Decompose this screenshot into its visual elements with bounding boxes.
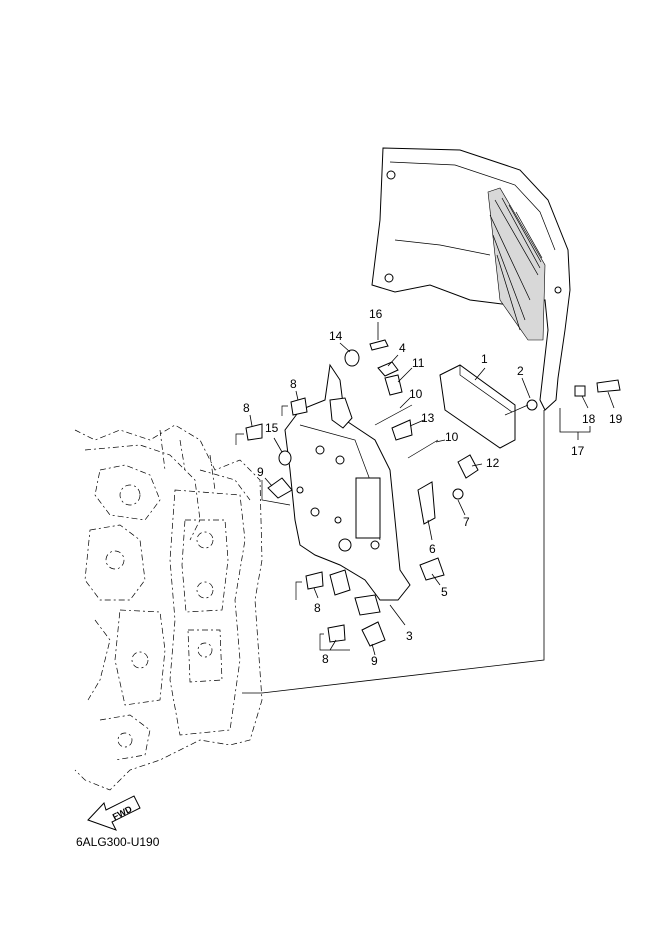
leader-lines [235, 322, 615, 694]
callout-8a: 8 [243, 401, 250, 415]
callout-1: 1 [481, 352, 488, 366]
callout-8b: 8 [290, 377, 297, 391]
drawing-code: 6ALG300-U190 [76, 835, 160, 849]
callout-18: 18 [582, 412, 596, 426]
electrical-cover [371, 147, 571, 411]
engine-block [74, 424, 263, 791]
callout-8d: 8 [322, 652, 329, 666]
callout-3: 3 [406, 629, 413, 643]
callout-10b: 10 [445, 430, 459, 444]
callout-11: 11 [412, 356, 425, 370]
callout-14: 14 [329, 329, 343, 343]
callout-17: 17 [571, 444, 585, 458]
fwd-arrow: FWD [87, 795, 141, 831]
callout-9b: 9 [371, 654, 378, 668]
callout-labels: 1 2 3 4 5 6 7 8 8 8 8 9 9 10 10 11 12 13… [243, 307, 623, 668]
callout-10a: 10 [409, 387, 423, 401]
callout-9a: 9 [257, 465, 264, 479]
small-parts [245, 339, 621, 647]
callout-4: 4 [399, 341, 406, 355]
callout-8c: 8 [314, 601, 321, 615]
callout-12: 12 [486, 456, 500, 470]
module-1 [439, 364, 516, 449]
callout-7: 7 [463, 515, 470, 529]
callout-13: 13 [421, 411, 435, 425]
callout-2: 2 [517, 364, 524, 378]
callout-6: 6 [429, 542, 436, 556]
callout-5: 5 [441, 585, 448, 599]
callout-16: 16 [369, 307, 383, 321]
callout-19: 19 [609, 412, 623, 426]
bracket-plate [284, 363, 411, 616]
callout-15: 15 [265, 421, 279, 435]
